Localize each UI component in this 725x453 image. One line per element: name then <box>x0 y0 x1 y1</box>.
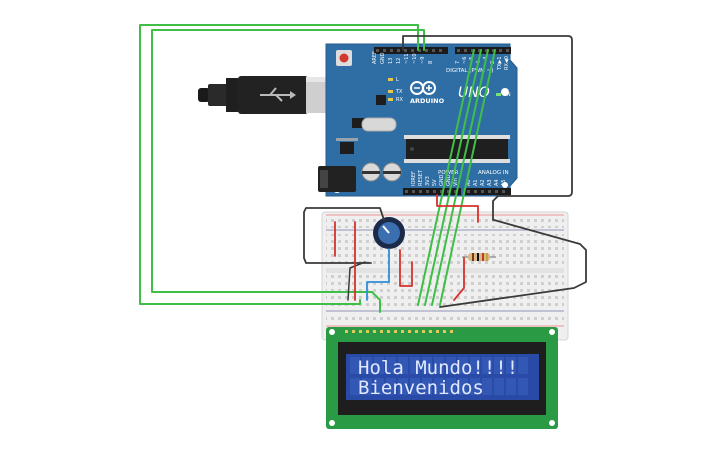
svg-text:~10: ~10 <box>412 53 418 64</box>
svg-text:A0: A0 <box>466 179 472 186</box>
svg-text:A3: A3 <box>487 179 493 186</box>
wire-red-pot <box>399 249 413 287</box>
svg-text:3V3: 3V3 <box>425 176 431 186</box>
svg-text:ON: ON <box>503 92 511 98</box>
svg-text:8: 8 <box>428 61 434 64</box>
svg-text:12: 12 <box>396 58 402 64</box>
svg-text:~11: ~11 <box>404 53 410 64</box>
potentiometer <box>373 217 405 249</box>
svg-text:GND: GND <box>380 52 386 64</box>
power-header <box>403 188 461 195</box>
svg-text:GND: GND <box>439 174 445 186</box>
wire-green-d7 <box>439 49 496 306</box>
usb-cable <box>198 76 344 114</box>
wire-green-en <box>151 29 425 313</box>
wire-black-pot <box>347 261 366 301</box>
lcd-module: Hola Mundo!!!! Bienvenidos <box>326 327 558 429</box>
svg-text:RX: RX <box>396 97 403 103</box>
analog-label: ANALOG IN <box>478 170 509 176</box>
wire-green-d6 <box>431 49 489 306</box>
wire-blue-contrast <box>366 248 390 301</box>
wire-green-d5 <box>424 49 482 306</box>
lcd-line-1: Hola Mundo!!!! <box>358 357 518 379</box>
svg-text:A1: A1 <box>473 179 479 186</box>
wires <box>139 24 587 313</box>
svg-text:A5: A5 <box>501 179 507 186</box>
svg-text:TX: TX <box>395 89 403 95</box>
svg-text:L: L <box>396 77 399 83</box>
svg-text:GND: GND <box>446 174 452 186</box>
svg-text:A2: A2 <box>480 179 486 186</box>
svg-text:13: 13 <box>388 58 394 64</box>
svg-text:Vin: Vin <box>453 178 459 186</box>
resistor <box>462 253 496 261</box>
svg-text:IOREF: IOREF <box>411 171 417 186</box>
svg-text:~6: ~6 <box>462 57 468 64</box>
wire-black-bb-left <box>303 207 385 264</box>
rxd-label: RX◀0 <box>504 56 510 70</box>
wire-black-gnd-top <box>402 35 573 221</box>
wire-green-d4 <box>417 49 475 306</box>
usb-icon <box>260 87 296 102</box>
digital-header-right <box>455 47 511 54</box>
svg-text:AREF: AREF <box>372 51 378 64</box>
crystal-oscillator <box>361 117 397 132</box>
arduino-uno-board: AREF GND 13 12 ~11 ~10 ~9 8 7 ~6 ~5 4 ~3… <box>318 43 518 197</box>
svg-text:~9: ~9 <box>420 57 426 64</box>
lcd-line-2: Bienvenidos <box>358 377 484 399</box>
wire-red-resistor <box>453 257 465 301</box>
txd-label: TX▶1 <box>497 56 503 71</box>
wire-red-5v <box>436 194 479 223</box>
svg-text:5V: 5V <box>432 179 438 186</box>
wire-black-bb-right <box>439 219 587 308</box>
svg-text:A4: A4 <box>494 179 500 186</box>
svg-text:RESET: RESET <box>418 169 424 186</box>
arduino-logo-icon <box>410 81 436 95</box>
status-leds: L TX RX ON <box>388 77 511 103</box>
arduino-brand: ARDUINO <box>410 97 445 105</box>
svg-text:7: 7 <box>455 61 461 64</box>
power-label: POWER <box>438 170 459 176</box>
